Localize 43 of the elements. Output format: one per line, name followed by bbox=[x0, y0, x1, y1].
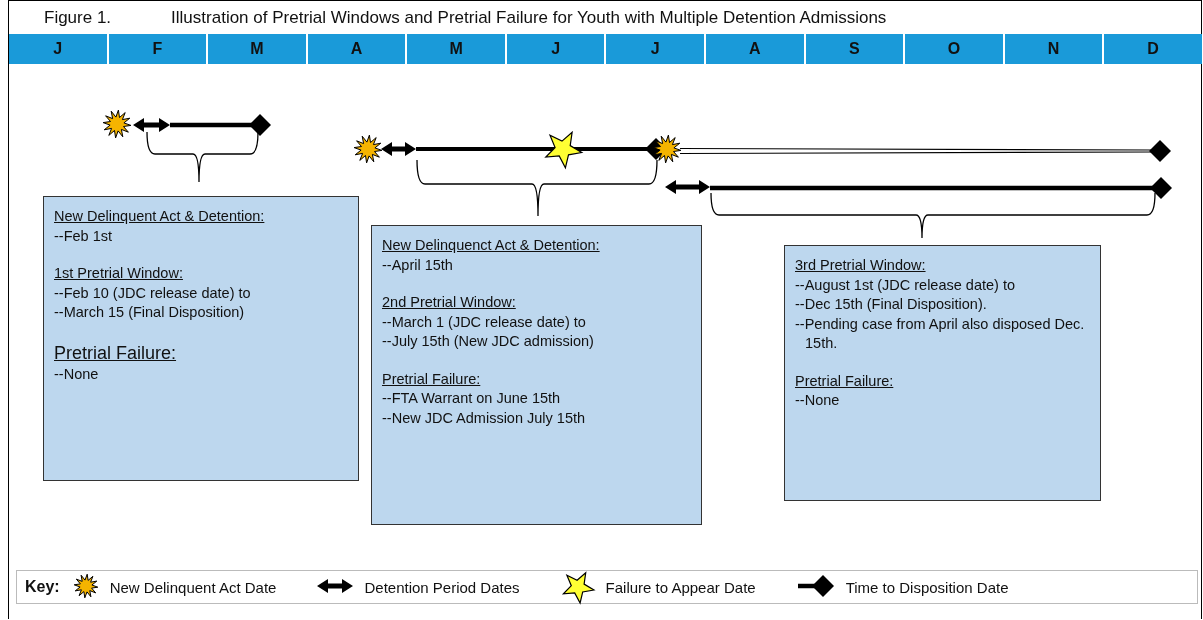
month-label: A bbox=[706, 34, 806, 64]
legend-text: Time to Disposition Date bbox=[845, 578, 1009, 596]
section-heading: New Delinquenct Act & Detention: bbox=[382, 236, 601, 255]
section-heading: 1st Pretrial Window: bbox=[54, 264, 184, 284]
detail-text: --FTA Warrant on June 15th bbox=[382, 389, 562, 409]
figure-number: Figure 1. bbox=[44, 8, 112, 28]
month-label: O bbox=[905, 34, 1005, 64]
detail-text: --New JDC Admission July 15th bbox=[382, 408, 587, 428]
detail-text: --August 1st (JDC release date) to bbox=[795, 275, 1016, 295]
month-label: M bbox=[208, 34, 308, 64]
month-label: N bbox=[1004, 34, 1105, 64]
month-label: J bbox=[506, 34, 607, 64]
month-label: D bbox=[1146, 39, 1160, 59]
info-box bbox=[371, 225, 702, 525]
detail-text: --March 15 (Final Disposition) bbox=[54, 303, 246, 323]
section-heading: 3rd Pretrial Window: bbox=[795, 256, 927, 275]
detail-text: --March 1 (JDC release date) to bbox=[382, 312, 587, 332]
legend-text: Detention Period Dates bbox=[364, 578, 520, 596]
legend-text: Failure to Appear Date bbox=[605, 578, 756, 596]
detail-text: --Pending case from April also disposed Dec. 15th. bbox=[795, 314, 1086, 354]
detail-text: --None bbox=[795, 391, 841, 411]
section-heading: Pretrial Failure: bbox=[795, 371, 895, 391]
detail-text: --None bbox=[54, 365, 100, 385]
month-label: J bbox=[606, 34, 707, 64]
month-label: A bbox=[307, 34, 408, 64]
info-box bbox=[43, 196, 359, 481]
key-title: Key: bbox=[25, 578, 60, 596]
info-box bbox=[784, 245, 1101, 501]
detail-text: --April 15th bbox=[382, 255, 454, 275]
section-heading: 2nd Pretrial Window: bbox=[382, 293, 517, 313]
month-label: F bbox=[108, 34, 209, 64]
month-label: S bbox=[805, 34, 906, 64]
detail-text: --Feb 1st bbox=[54, 226, 113, 246]
legend-text: New Delinquent Act Date bbox=[109, 578, 277, 596]
section-heading: Pretrial Failure: bbox=[54, 341, 178, 365]
month-label: J bbox=[9, 34, 109, 64]
section-heading: Pretrial Failure: bbox=[382, 369, 482, 389]
detail-text: --July 15th (New JDC admission) bbox=[382, 332, 595, 352]
month-label: M bbox=[407, 34, 507, 64]
detail-text: --Dec 15th (Final Disposition). bbox=[795, 295, 988, 315]
figure-title: Illustration of Pretrial Windows and Pretrial Failure for Youth with Multiple Detention Admissions bbox=[171, 8, 887, 28]
detail-text: --Feb 10 (JDC release date) to bbox=[54, 283, 252, 303]
section-heading: New Delinquent Act & Detention: bbox=[54, 207, 266, 226]
